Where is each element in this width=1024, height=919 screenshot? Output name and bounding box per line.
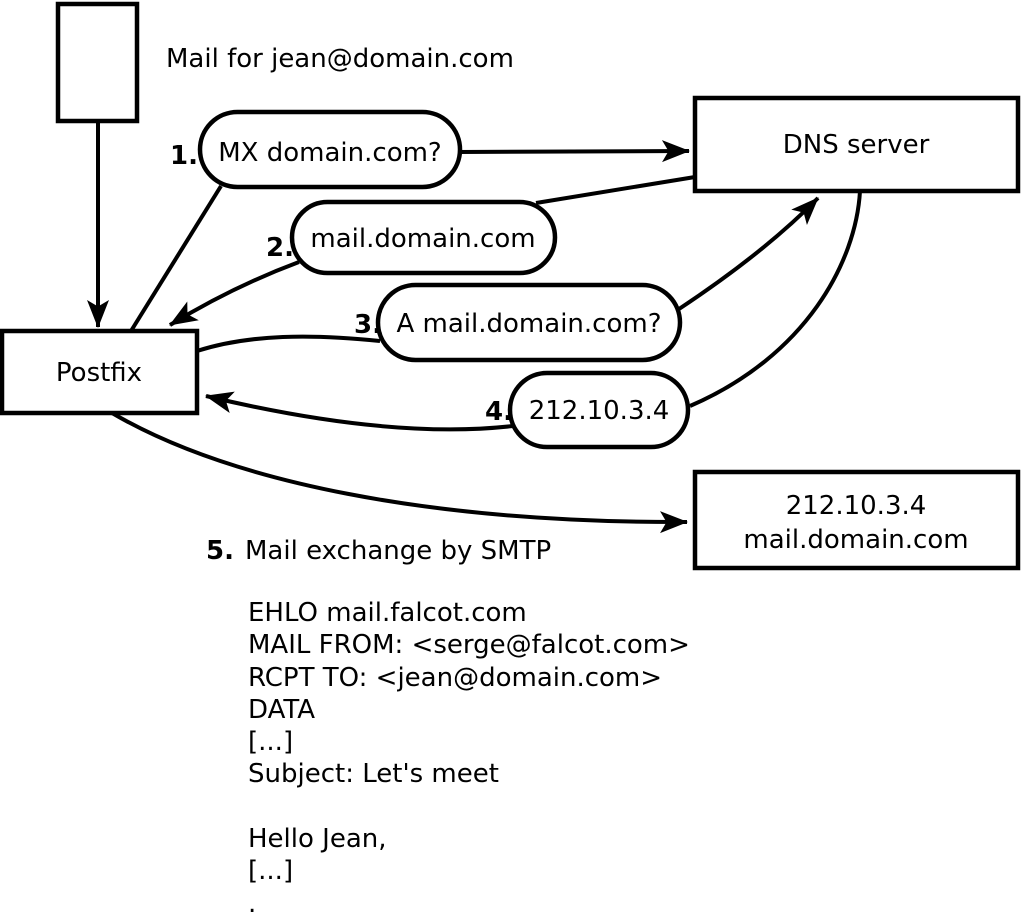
arrow-a-answer-to-postfix xyxy=(205,391,514,432)
a-answer-label: 212.10.3.4 xyxy=(529,396,670,426)
smtp-exchange-label: Mail exchange by SMTP xyxy=(245,536,551,566)
arrow-mx-answer-to-postfix xyxy=(168,260,300,327)
arrow-postfix-to-mail-server xyxy=(110,411,688,534)
step2-number: 2. xyxy=(266,233,294,263)
a-query-label: A mail.domain.com? xyxy=(397,309,662,339)
a-answer-pill xyxy=(507,370,691,450)
mail-server-host-label: mail.domain.com xyxy=(743,525,968,555)
mx-query-pill xyxy=(197,109,463,190)
mx-answer-label: mail.domain.com xyxy=(310,224,535,254)
postfix-node xyxy=(0,328,200,416)
mail-server-node xyxy=(692,469,1021,571)
line-dns-to-a-answer xyxy=(689,190,862,408)
mx-answer-pill xyxy=(289,199,558,276)
step3-number: 3. xyxy=(354,310,382,340)
postfix-label: Postfix xyxy=(56,358,142,388)
mail-server-ip-label: 212.10.3.4 xyxy=(786,491,927,521)
step1-number: 1. xyxy=(170,141,198,171)
arrow-a-query-to-dns xyxy=(677,196,820,311)
line-postfix-to-a-query xyxy=(196,334,381,353)
mail-message-node xyxy=(55,1,140,124)
mx-query-label: MX domain.com? xyxy=(218,138,441,168)
arrow-mx-query-to-dns xyxy=(457,140,690,163)
dns-server-node xyxy=(692,95,1021,194)
line-postfix-to-mx-query xyxy=(129,184,223,333)
smtp-session-text: EHLO mail.falcot.com MAIL FROM: <serge@f… xyxy=(248,598,690,919)
a-query-pill xyxy=(375,282,683,363)
step5-number: 5. xyxy=(206,536,234,566)
step4-number: 4. xyxy=(485,397,513,427)
dns-server-label: DNS server xyxy=(783,130,930,160)
line-dns-to-mx-answer xyxy=(535,175,696,205)
diagram-title: Mail for jean@domain.com xyxy=(166,44,514,74)
